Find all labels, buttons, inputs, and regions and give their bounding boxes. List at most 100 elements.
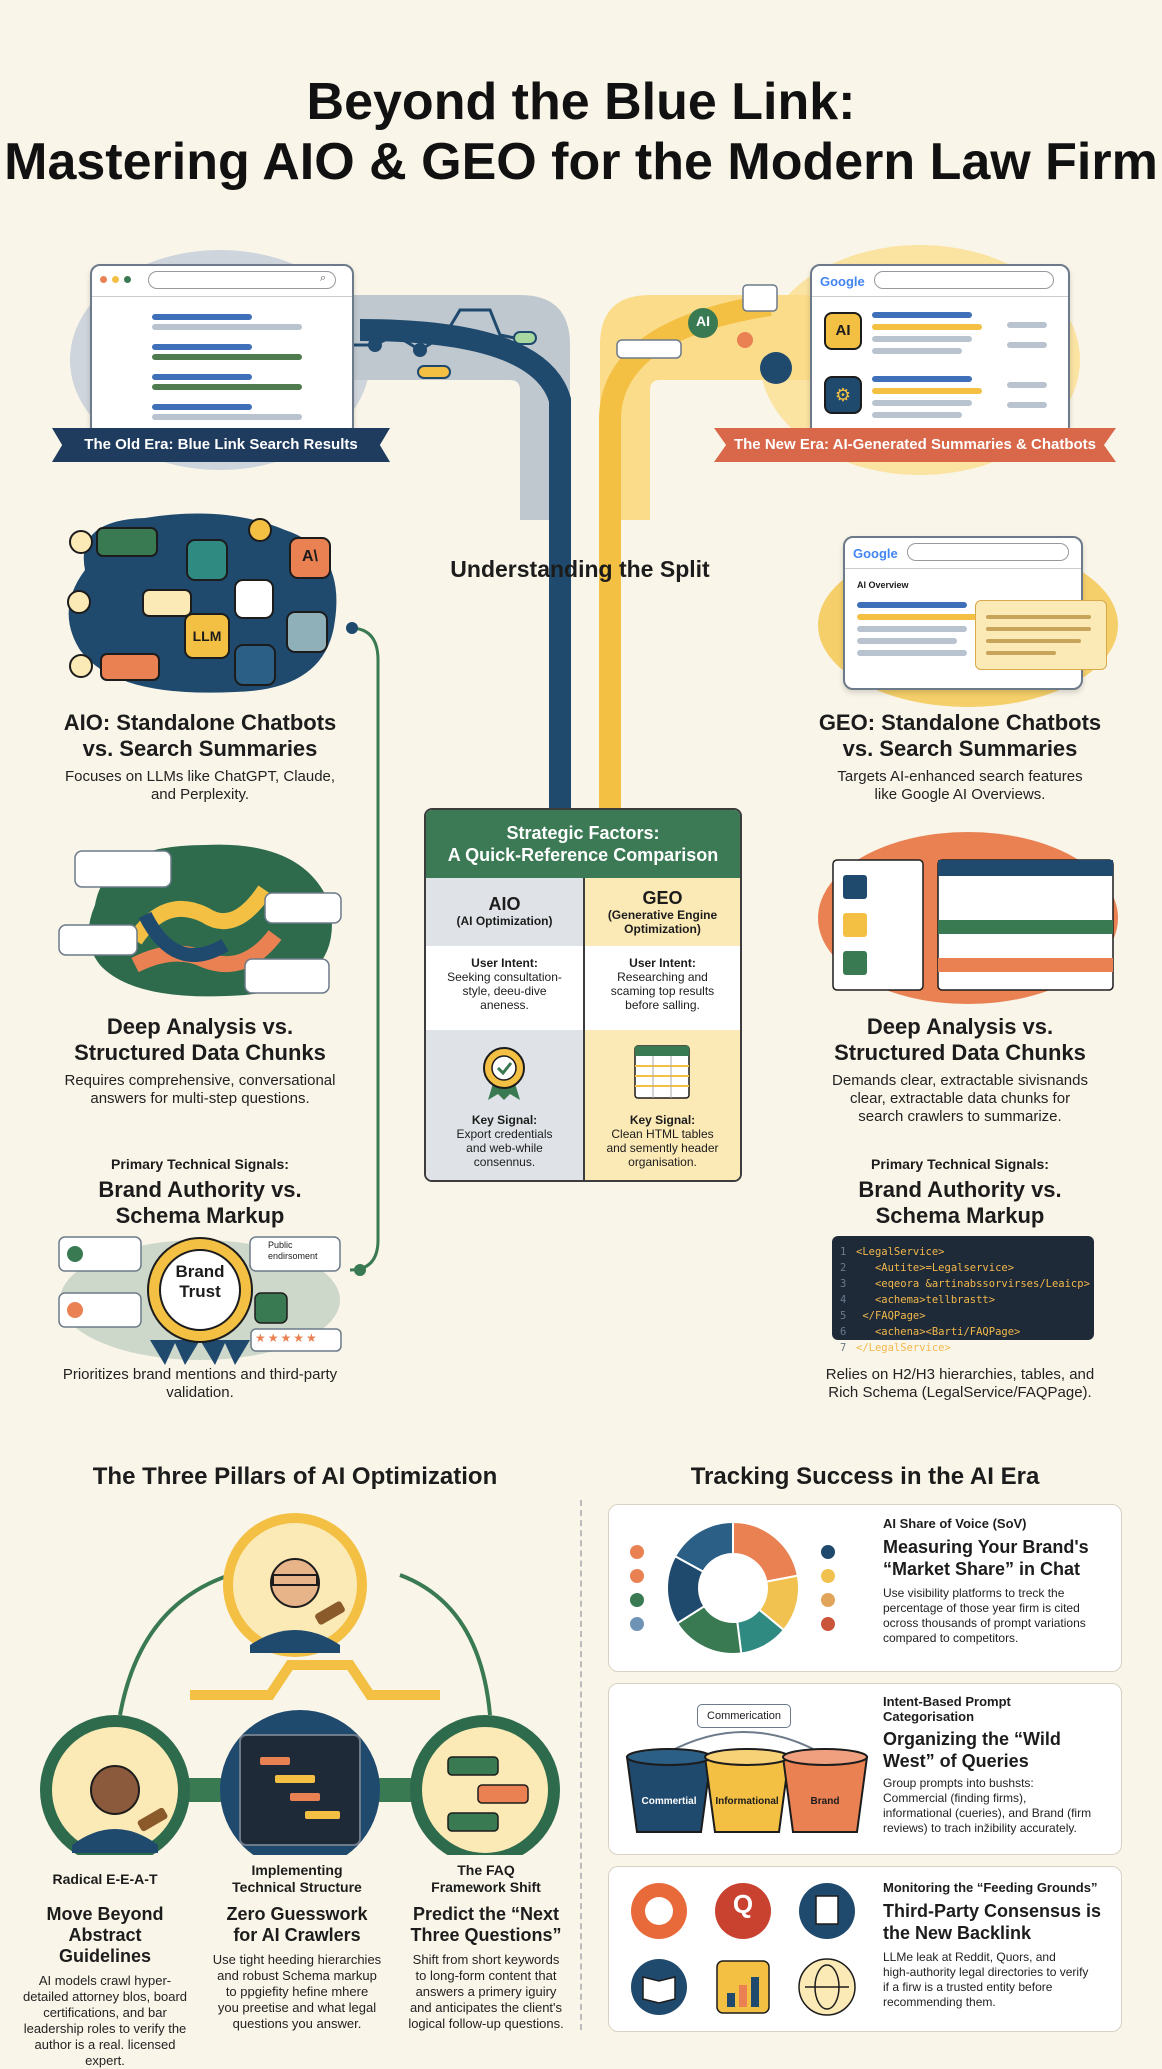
code-line-text: <achema>tellbrastt>: [856, 1294, 996, 1306]
signals-right-label: Primary Technical Signals:: [871, 1156, 1049, 1172]
sov-donut-chart: [630, 1520, 835, 1655]
chatgpt-icon: [186, 539, 228, 581]
table-header: [938, 860, 1113, 876]
pillar-2: Implementing Technical Structure Zero Gu…: [202, 1862, 392, 2032]
ai-badge-icon: AI: [824, 312, 862, 350]
code-line-text: </FAQPage>: [856, 1310, 926, 1322]
aio-title-1: AIO: Standalone Chatbots: [63, 710, 337, 735]
google-logo: Google: [820, 274, 865, 289]
brand-right-section: Primary Technical Signals: Brand Authori…: [800, 1156, 1120, 1229]
attorney-head: [90, 1765, 140, 1815]
search-input[interactable]: [874, 271, 1054, 289]
deep-right-title-2: Structured Data Chunks: [834, 1040, 1086, 1065]
circuit-node: [438, 328, 452, 342]
code-screen-icon: [239, 1734, 361, 1846]
pillar-3: The FAQ Framework Shift Predict the “Nex…: [396, 1862, 576, 2032]
check-icon: [67, 1246, 83, 1262]
review-card: [58, 1236, 142, 1272]
tracking-title: Tracking Success in the AI Era: [690, 1463, 1040, 1490]
endorsement-card: [249, 1236, 341, 1272]
llm-label: LLM: [192, 628, 222, 644]
yellow-block-icon: [843, 913, 867, 937]
buckets-illustration: [625, 1731, 869, 1833]
old-browser-window: ⌕: [90, 264, 354, 436]
legend-dot: [630, 1569, 644, 1583]
bucket-commercial: [625, 1756, 713, 1833]
aio-desc-2: and Perplexity.: [150, 786, 250, 803]
code-lines: 1<LegalService>2 <Autite>=Legalservice> 3…: [840, 1244, 1090, 1356]
code-line: 6 <achena><Barti/FAQPage>: [840, 1324, 1084, 1340]
title-line-1: Beyond the Blue Link:: [306, 73, 856, 131]
geo-desc-1: Targets AI-enhanced search features: [837, 768, 1083, 785]
stars-icon: ★★★★★: [255, 1331, 319, 1345]
user-avatar-icon: [67, 590, 91, 614]
intent-text: Intent-Based Prompt Categorisation Organ…: [883, 1694, 1092, 1835]
public-endorsement-label: Public endirsoment: [268, 1240, 318, 1261]
search-input[interactable]: [148, 271, 336, 289]
aio-head: AIO: [488, 894, 521, 914]
code-line: 4 <achema>tellbrastt>: [840, 1292, 1084, 1308]
quora-icon: [715, 1883, 771, 1939]
ai-overview-label: AI Overview: [857, 580, 909, 590]
perplexity-icon: [234, 644, 276, 686]
legend-dot: [630, 1593, 644, 1607]
geo-column: GEO (Generative Engine Optimization) Use…: [583, 878, 740, 1180]
structured-data-illustration: [818, 832, 1118, 1004]
bucket-label: Informational: [715, 1796, 779, 1807]
connector-node: [354, 1264, 366, 1276]
code-block: [290, 1793, 320, 1801]
bucket-brand: [781, 1756, 869, 1833]
intent-card: Commerication Commertial Informational B…: [608, 1683, 1122, 1855]
code-line-number: 3: [840, 1278, 847, 1290]
split-title: Understanding the Split: [450, 556, 710, 582]
quora-letter: Q: [732, 1889, 754, 1919]
deep-left-desc-1: Requires comprehensive, conversational: [64, 1072, 336, 1089]
ribbon-icon: [200, 1340, 250, 1365]
deep-left-title-1: Deep Analysis vs.: [106, 1014, 294, 1039]
platform-icons: [631, 1883, 856, 2016]
gavel-icon: [137, 1807, 168, 1832]
code-line: 2 <Autite>=Legalservice>: [840, 1260, 1084, 1276]
pillar-connector: [118, 1573, 231, 1716]
schema-code-block: 1<LegalService>2 <Autite>=Legalservice> 3…: [832, 1236, 1094, 1354]
geo-section: GEO: Standalone Chatbots vs. Search Summ…: [800, 710, 1120, 804]
code-line-number: 5: [840, 1310, 847, 1322]
deep-left-title-2: Structured Data Chunks: [74, 1040, 326, 1065]
chat-bubble-icon: [142, 589, 192, 617]
pillars-diagram: [40, 1513, 560, 1855]
sov-text: AI Share of Voice (SoV) Measuring Your B…: [883, 1516, 1089, 1645]
ai-answer-popup: [975, 600, 1107, 670]
code-line-text: </LegalService>: [856, 1342, 951, 1354]
schema-desc: Relies on H2/H3 hierarchies, tables, and…: [825, 1366, 1095, 1401]
window-dot-icon: [124, 276, 131, 283]
circuit-node: [413, 343, 427, 357]
feeding-grounds-card: Q Monitoring the “Feeding Grounds” Third…: [608, 1866, 1122, 2032]
code-line-text: <eqeora &artinabssorvirses/Leaicp>: [856, 1278, 1090, 1290]
green-block-icon: [843, 951, 867, 975]
new-browser-window: Google AI ⚙: [810, 264, 1070, 436]
blue-block-icon: [843, 875, 867, 899]
title-line-2: Mastering AIO & GEO for the Modern Law F…: [4, 133, 1158, 191]
code-line: 1<LegalService>: [840, 1244, 1084, 1260]
chat-bubble-icon: [96, 527, 158, 557]
geo-title-2: vs. Search Summaries: [842, 736, 1078, 761]
faq-bubble-icon: [447, 1756, 499, 1776]
google-logo: Google: [853, 546, 898, 561]
table-band: [938, 920, 1113, 934]
openai-icon: [234, 579, 274, 619]
anthropic-icon: [289, 537, 331, 579]
aio-title-2: vs. Search Summaries: [82, 736, 318, 761]
code-line: 5 </FAQPage>: [840, 1308, 1084, 1324]
ai-node-icon: [688, 308, 718, 338]
circuit-pill: [417, 365, 451, 379]
ribbon-icon: [150, 1340, 200, 1365]
code-block: [275, 1775, 315, 1783]
code-block: [260, 1757, 290, 1765]
connector-node: [346, 622, 358, 634]
search-input[interactable]: [907, 543, 1069, 561]
deep-left-desc-2: answers for multi-step questions.: [90, 1090, 310, 1107]
section-divider: [580, 1500, 582, 2030]
comparison-title: Strategic Factors: A Quick-Reference Com…: [426, 810, 740, 878]
brand-right-title-2: Schema Markup: [875, 1203, 1045, 1228]
deep-left-section: Deep Analysis vs. Structured Data Chunks…: [40, 1014, 360, 1108]
